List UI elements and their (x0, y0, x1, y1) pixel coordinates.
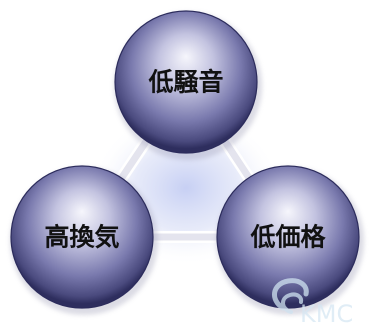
node-label-left: 高換気 (44, 223, 119, 252)
sphere-right (216, 165, 360, 309)
kmc-watermark-logo: KMC (272, 278, 353, 328)
node-label-right: 低価格 (249, 223, 326, 252)
sphere-node-left: 高換気 (10, 165, 158, 315)
sphere-node-top: 低騒音 (114, 10, 262, 160)
watermark-text: KMC (300, 300, 353, 328)
sphere-left (10, 165, 154, 309)
node-label-top: 低騒音 (147, 68, 223, 97)
sphere-node-right: 低価格 (216, 165, 364, 315)
swirl-icon (272, 278, 309, 314)
sphere-top (114, 10, 258, 154)
